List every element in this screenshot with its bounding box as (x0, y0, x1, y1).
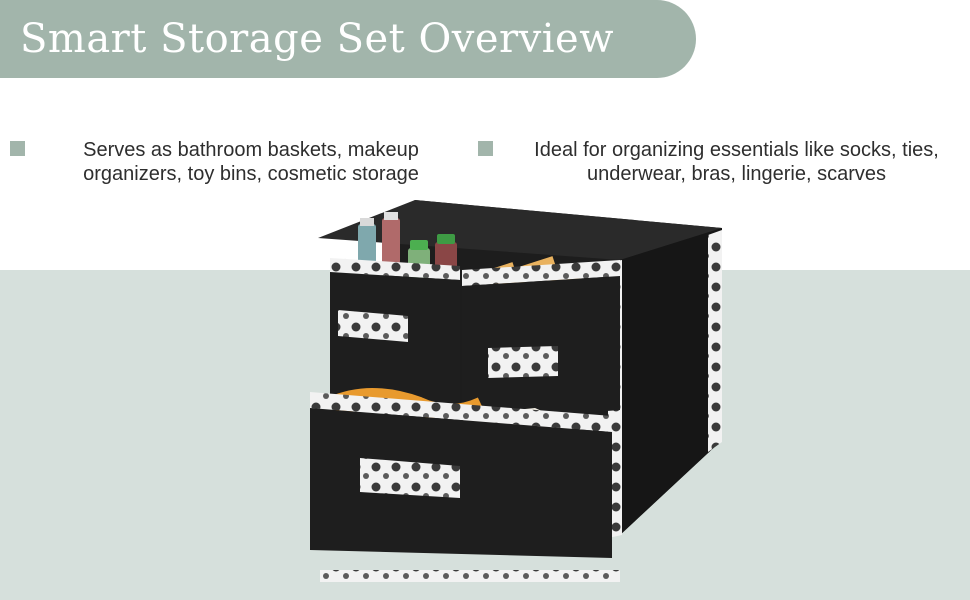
small-drawer-left (330, 212, 460, 410)
small-drawer-right (462, 256, 620, 422)
feature-item-uses: Serves as bathroom baskets, makeup organ… (10, 138, 465, 186)
page-title: Smart Storage Set Overview (20, 16, 614, 62)
large-drawer (310, 388, 612, 558)
title-banner: Smart Storage Set Overview (0, 0, 696, 78)
feature-item-essentials: Ideal for organizing essentials like soc… (478, 138, 968, 186)
feature-text: Ideal for organizing essentials like soc… (534, 139, 939, 185)
storage-organizer-illustration (310, 200, 722, 582)
square-bullet-icon (478, 141, 493, 156)
feature-text: Serves as bathroom baskets, makeup organ… (83, 139, 419, 185)
square-bullet-icon (10, 141, 25, 156)
